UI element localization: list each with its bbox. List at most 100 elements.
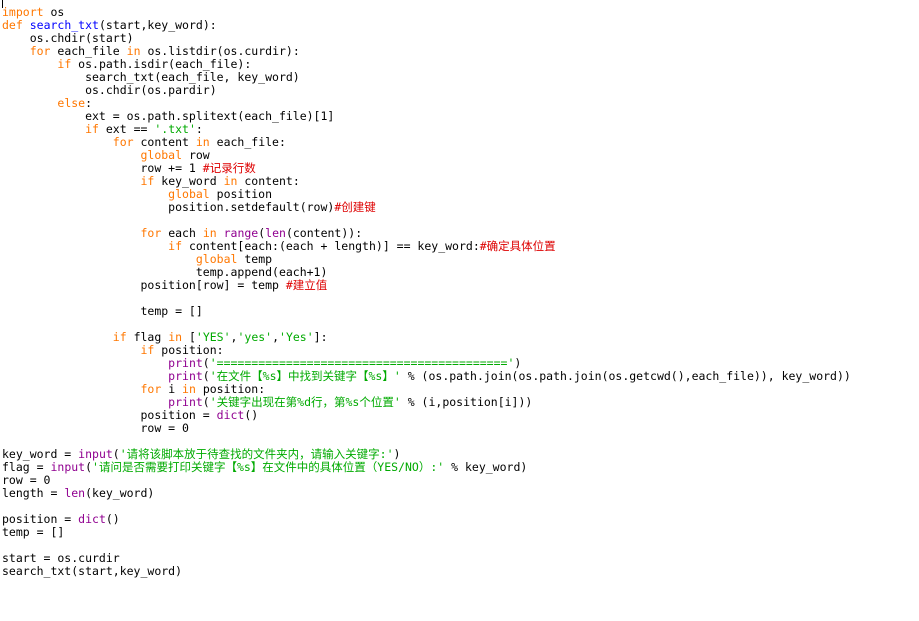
code-text: (key_word): [85, 486, 155, 500]
code-text: ]:: [313, 330, 328, 344]
code-line: search_txt(start,key_word): [2, 565, 851, 578]
code-text: [2, 239, 168, 253]
code-text: [2, 330, 113, 344]
code-text: search_txt(start,key_word): [2, 564, 183, 578]
builtin-token: range: [223, 226, 259, 240]
code-line: for each in range(len(content)):: [2, 227, 851, 240]
code-text: row = 0: [2, 473, 51, 487]
code-text: length =: [2, 486, 65, 500]
code-text: search_txt(each_file, key_word): [2, 70, 300, 84]
code-line: if key_word in content:: [2, 175, 851, 188]
code-text: (content)):: [285, 226, 363, 240]
code-line: length = len(key_word): [2, 487, 851, 500]
code-line: for i in position:: [2, 383, 851, 396]
code-text: (: [258, 226, 266, 240]
builtin-token: print: [168, 356, 203, 370]
code-line: temp.append(each+1): [2, 266, 851, 279]
code-text: ,: [230, 330, 238, 344]
keyword-token: for: [112, 135, 134, 149]
builtin-token: len: [265, 226, 286, 240]
comment-token: #记录行数: [202, 161, 256, 175]
text-cursor: [2, 0, 3, 8]
code-text: os.path.isdir(each_file):: [71, 57, 252, 71]
code-line: [2, 539, 851, 552]
code-text: i: [161, 382, 183, 396]
keyword-token: else: [57, 96, 86, 110]
code-line: else:: [2, 97, 851, 110]
keyword-token: in: [223, 174, 238, 188]
code-line: if position:: [2, 344, 851, 357]
code-text: (: [202, 369, 210, 383]
code-text: start = os.curdir: [2, 551, 120, 565]
code-line: position.setdefault(row)#创建键: [2, 201, 851, 214]
code-text: (): [105, 512, 120, 526]
code-text: os: [43, 5, 65, 19]
keyword-token: for: [140, 382, 162, 396]
string-token: 'yes': [237, 330, 273, 344]
code-text: os.listdir(os.curdir):: [140, 44, 300, 58]
code-line: if os.path.isdir(each_file):: [2, 58, 851, 71]
code-text: ): [514, 356, 522, 370]
code-line: row += 1 #记录行数: [2, 162, 851, 175]
builtin-token: len: [64, 486, 86, 500]
keyword-token: if: [85, 122, 99, 136]
keyword-token: if: [112, 330, 127, 344]
code-text: [2, 252, 196, 266]
keyword-token: in: [182, 382, 196, 396]
keyword-token: global: [168, 187, 210, 201]
keyword-token: import: [2, 5, 44, 19]
code-text: (start,key_word):: [98, 18, 217, 32]
code-text: % (i,position[i])): [400, 395, 533, 409]
keyword-token: if: [57, 57, 72, 71]
builtin-token: input: [50, 460, 86, 474]
code-text: :: [195, 122, 203, 136]
code-text: [2, 395, 168, 409]
string-token: '在文件【%s】中找到关键字【%s】': [209, 369, 401, 383]
keyword-token: if: [140, 174, 155, 188]
builtin-token: print: [168, 369, 203, 383]
code-text: ,: [272, 330, 280, 344]
code-text: % (os.path.join(os.path.join(os.getcwd()…: [400, 369, 851, 383]
code-line: global position: [2, 188, 851, 201]
code-text: [23, 18, 30, 32]
code-line: def search_txt(start,key_word):: [2, 19, 851, 32]
function-name-token: search_txt: [29, 18, 99, 32]
code-text: (: [202, 395, 210, 409]
code-text: each_file: [50, 44, 127, 58]
code-text: content[each:(each + length)] == key_wor…: [182, 239, 480, 253]
code-text: [2, 57, 57, 71]
code-text: position[row] = temp: [2, 278, 286, 292]
code-text: position: [209, 187, 273, 201]
code-text: each_file:: [209, 135, 286, 149]
code-text: ext = os.path.splitext(each_file)[1]: [2, 109, 335, 123]
comment-token: #确定具体位置: [479, 239, 556, 253]
string-token: '.txt': [154, 122, 196, 136]
code-text: position:: [195, 382, 266, 396]
keyword-token: if: [140, 343, 155, 357]
code-text: [2, 356, 168, 370]
string-token: 'YES': [195, 330, 231, 344]
code-text: temp: [237, 252, 273, 266]
code-line: print('在文件【%s】中找到关键字【%s】' % (os.path.joi…: [2, 370, 851, 383]
code-text: (): [244, 408, 259, 422]
code-text: ext ==: [98, 122, 155, 136]
code-text: position =: [2, 408, 217, 422]
keyword-token: in: [202, 226, 217, 240]
code-text: [2, 174, 140, 188]
code-text: position =: [2, 512, 79, 526]
code-text: os.chdir(start): [2, 31, 134, 45]
code-text: flag: [126, 330, 169, 344]
keyword-token: global: [195, 252, 238, 266]
code-text: position:: [154, 343, 224, 357]
code-text: flag =: [2, 460, 51, 474]
code-line: row = 0: [2, 422, 851, 435]
code-line: for content in each_file:: [2, 136, 851, 149]
code-text: [2, 369, 168, 383]
code-line: os.chdir(start): [2, 32, 851, 45]
code-text: (: [85, 460, 93, 474]
keyword-token: for: [29, 44, 51, 58]
code-line: os.chdir(os.pardir): [2, 84, 851, 97]
code-line: for each_file in os.listdir(os.curdir):: [2, 45, 851, 58]
